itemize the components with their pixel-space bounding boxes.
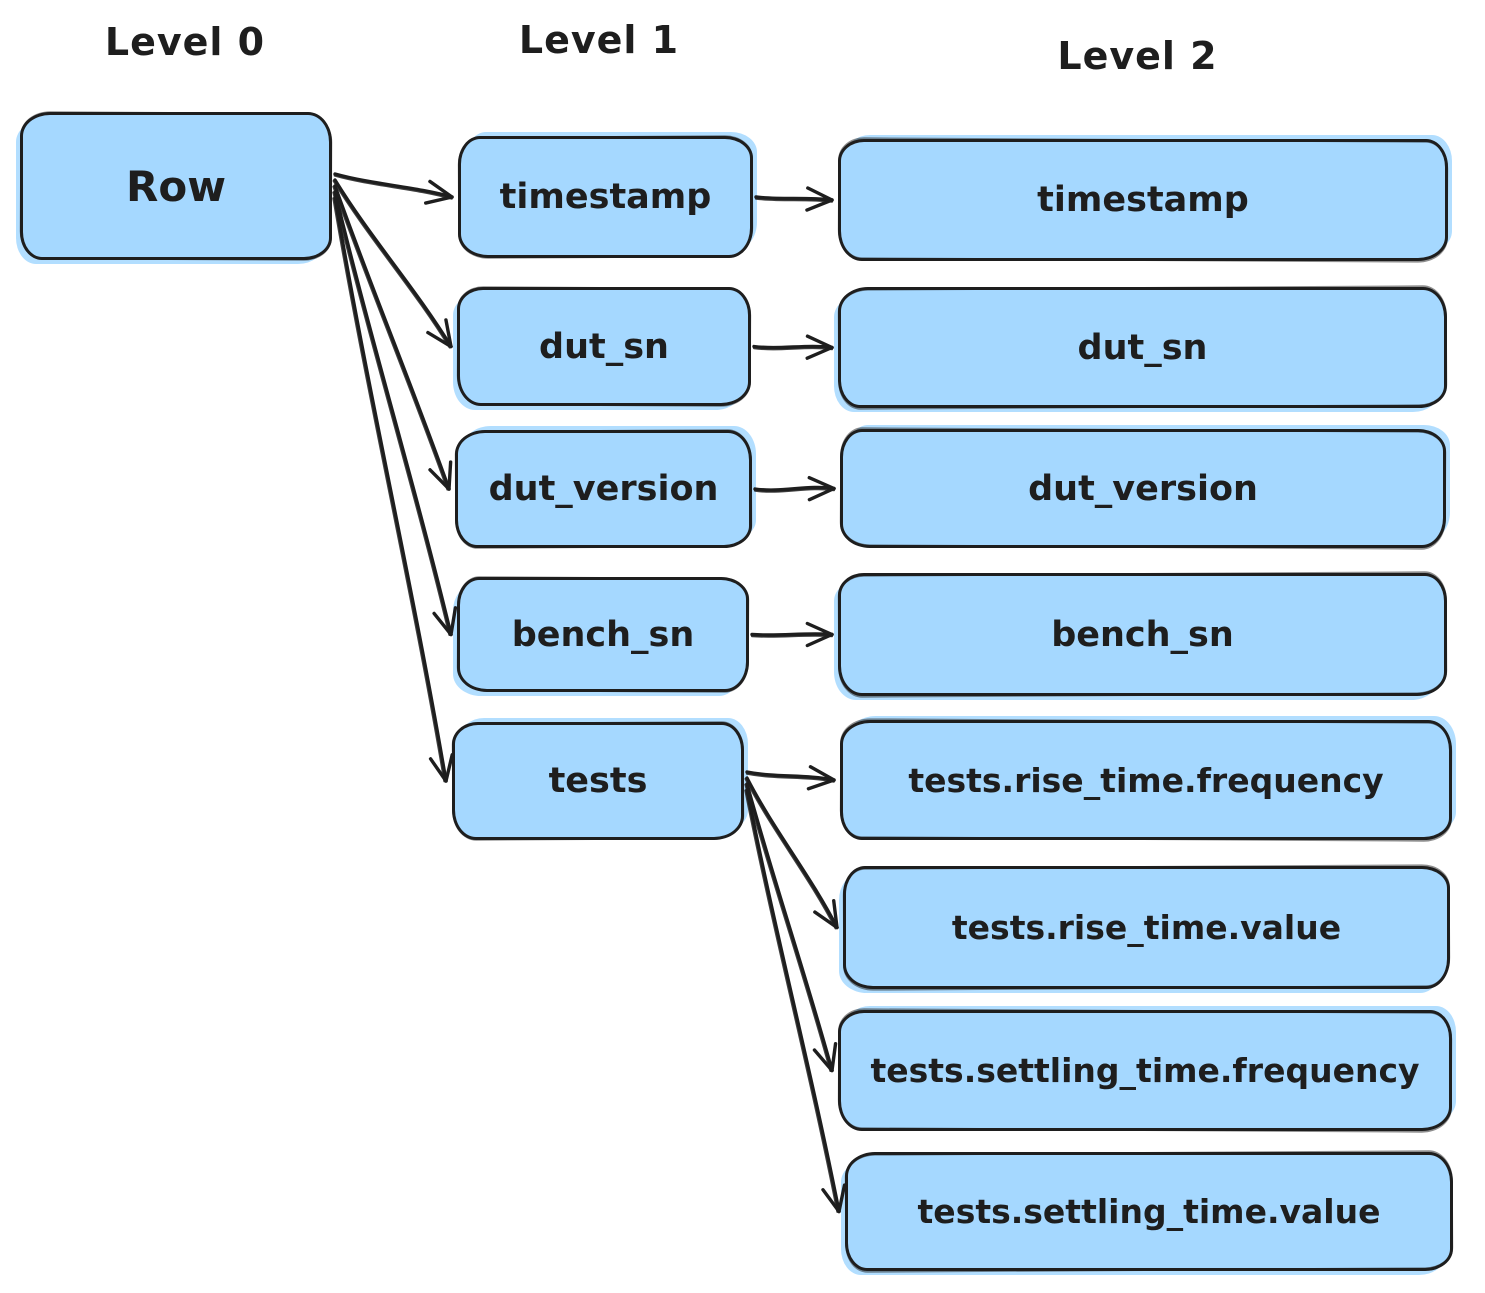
arrow — [745, 765, 836, 791]
arrow — [332, 184, 453, 491]
arrow — [744, 776, 839, 930]
column-header-level-0: Level 0 — [104, 20, 266, 64]
node-level1-dut-sn: dut_sn — [457, 287, 751, 406]
node-level2-tests-rise-time-frequency: tests.rise_time.frequency — [840, 720, 1452, 840]
arrow — [332, 190, 458, 637]
node-row: Row — [20, 112, 332, 260]
node-level2-dut-version: dut_version — [840, 429, 1446, 548]
arrow — [332, 196, 454, 783]
arrow — [744, 782, 838, 1073]
node-level2-tests-settling-time-value: tests.settling_time.value — [845, 1152, 1453, 1271]
arrow — [744, 788, 847, 1214]
arrow — [333, 172, 454, 205]
column-header-level-2: Level 2 — [1057, 34, 1218, 78]
node-level1-dut-version: dut_version — [455, 430, 752, 548]
node-level1-tests: tests — [452, 722, 744, 840]
arrow — [752, 334, 834, 360]
arrow — [750, 621, 834, 648]
node-level2-tests-rise-time-value: tests.rise_time.value — [843, 866, 1450, 989]
node-level1-bench-sn: bench_sn — [457, 577, 749, 692]
node-level2-tests-settling-time-frequency: tests.settling_time.frequency — [838, 1010, 1452, 1131]
column-header-level-1: Level 1 — [518, 18, 680, 62]
arrow — [753, 475, 836, 502]
node-level2-dut-sn: dut_sn — [838, 287, 1447, 408]
arrow — [754, 186, 834, 212]
node-level2-bench-sn: bench_sn — [838, 573, 1447, 696]
node-level1-timestamp: timestamp — [458, 136, 753, 258]
arrow — [332, 178, 453, 349]
node-level2-timestamp: timestamp — [838, 139, 1448, 261]
